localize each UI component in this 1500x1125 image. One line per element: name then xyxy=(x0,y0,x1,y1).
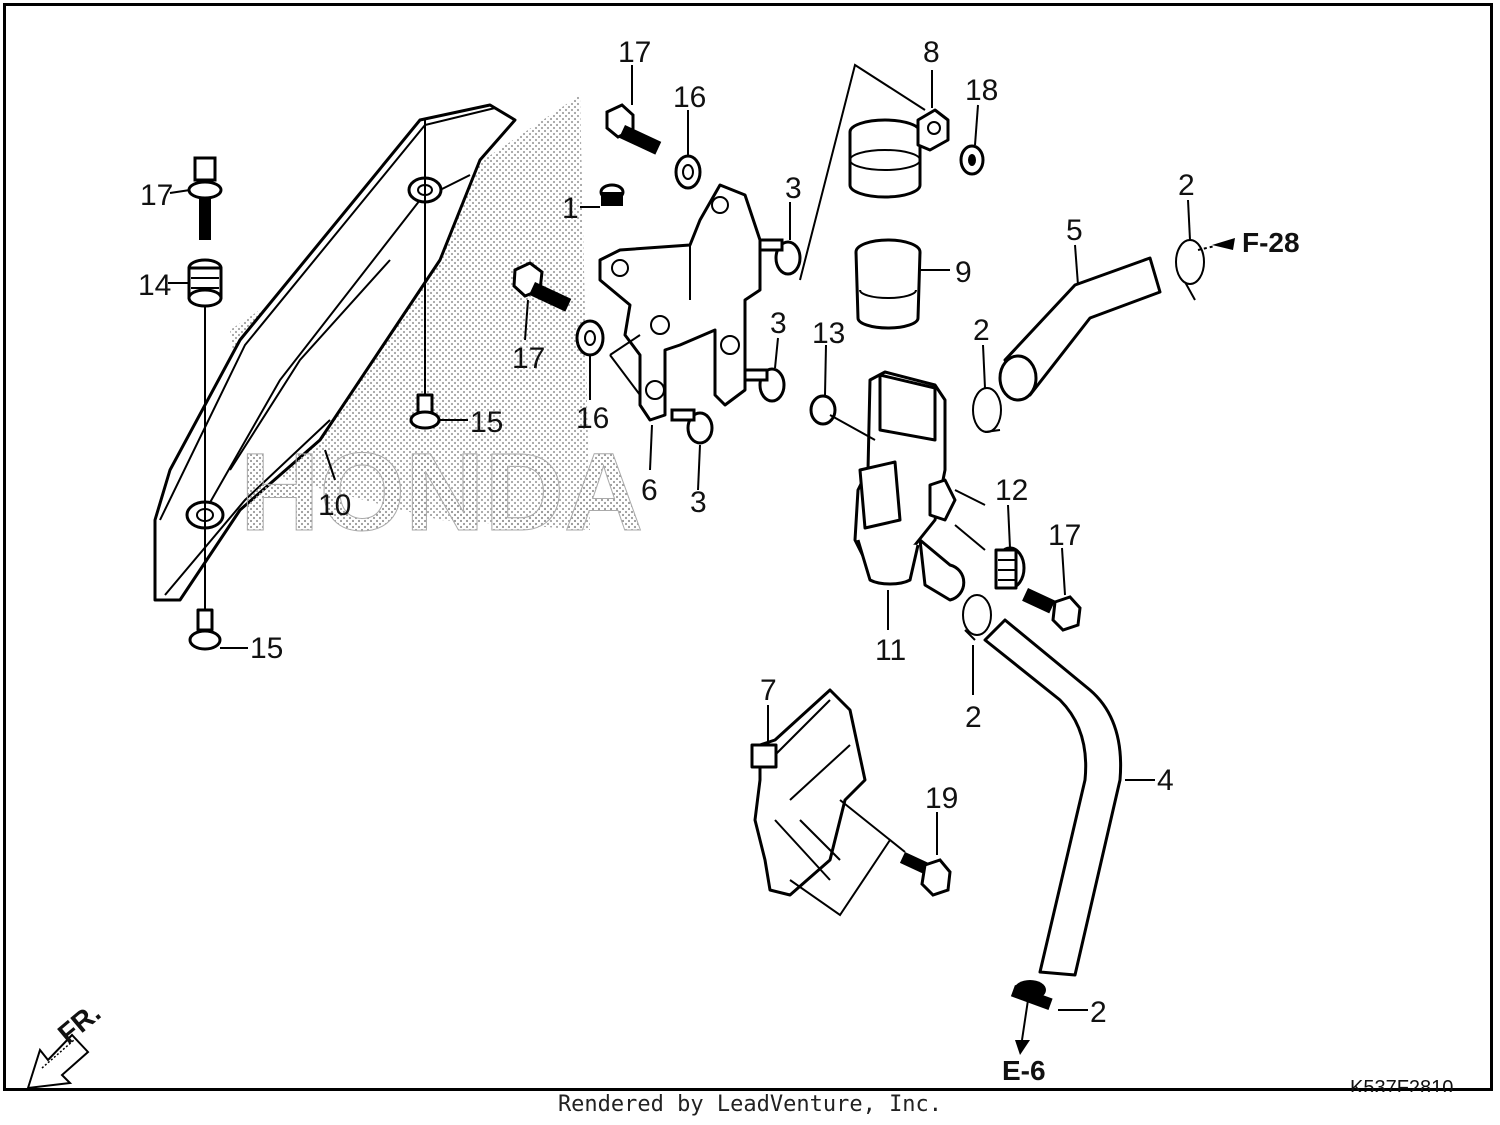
front-arrow-icon: FR. xyxy=(26,997,106,1090)
callout-3: 3 xyxy=(785,172,802,205)
hose-5[interactable] xyxy=(998,256,1162,402)
callout-11: 11 xyxy=(875,634,906,667)
callout-labels: 1 2 2 2 2 3 3 3 4 5 6 7 8 9 10 11 12 13 … xyxy=(138,36,1195,1029)
callout-15: 15 xyxy=(470,406,503,439)
bracket-6[interactable] xyxy=(598,183,762,422)
screw-13[interactable] xyxy=(809,394,876,441)
plug-12[interactable] xyxy=(994,546,1026,590)
collar-14[interactable] xyxy=(187,258,223,308)
clamp-2-mid[interactable] xyxy=(972,387,1002,433)
heat-shield[interactable]: HONDA xyxy=(153,95,644,602)
callout-17: 17 xyxy=(140,179,173,212)
leader-lines xyxy=(168,63,1235,1055)
callout-18: 18 xyxy=(965,74,998,107)
clamp-2-bottom[interactable] xyxy=(1010,980,1053,1010)
callout-16: 16 xyxy=(576,402,609,435)
reference-e6[interactable]: E-6 xyxy=(1002,1055,1046,1086)
callout-12: 12 xyxy=(995,474,1028,507)
callout-6: 6 xyxy=(641,474,658,507)
callout-2: 2 xyxy=(965,701,982,734)
callout-3: 3 xyxy=(690,486,707,519)
callout-7: 7 xyxy=(760,674,777,707)
bolt-19[interactable] xyxy=(899,852,952,897)
callout-2: 2 xyxy=(1090,996,1107,1029)
callout-10: 10 xyxy=(318,489,351,522)
parts-diagram: HONDA xyxy=(26,36,1453,1092)
callout-14: 14 xyxy=(138,269,171,302)
reed-valve-7[interactable] xyxy=(750,688,867,897)
grommet-15-lower[interactable] xyxy=(188,608,222,651)
bolt-17-left[interactable] xyxy=(187,156,223,240)
callout-16: 16 xyxy=(673,81,706,114)
band-8[interactable] xyxy=(848,108,950,199)
bolt-3-top[interactable] xyxy=(758,238,802,276)
front-label: FR. xyxy=(52,997,106,1050)
collar-16-top[interactable] xyxy=(674,154,702,190)
bolt-3-mid[interactable] xyxy=(743,367,786,403)
bolt-17-right[interactable] xyxy=(1022,587,1082,632)
diagram-code: K537F2810 xyxy=(1350,1077,1453,1092)
solenoid-valve-11[interactable] xyxy=(853,370,966,602)
grommet-15-upper[interactable] xyxy=(409,393,441,430)
callout-8: 8 xyxy=(923,36,940,69)
callout-5: 5 xyxy=(1066,214,1083,247)
callout-2: 2 xyxy=(1178,169,1195,202)
reference-f28[interactable]: F-28 xyxy=(1242,227,1300,258)
bolt-17-top[interactable] xyxy=(605,103,662,155)
callout-19: 19 xyxy=(925,782,958,815)
callout-15: 15 xyxy=(250,632,283,665)
bolt-17-mid[interactable] xyxy=(512,261,572,312)
callout-4: 4 xyxy=(1157,764,1174,797)
cap-9[interactable] xyxy=(854,238,922,330)
callout-3: 3 xyxy=(770,307,787,340)
bolt-3-low[interactable] xyxy=(670,408,714,445)
callout-1: 1 xyxy=(562,192,579,225)
callout-17: 17 xyxy=(1048,519,1081,552)
callout-13: 13 xyxy=(812,317,845,350)
clamp-2-lower[interactable] xyxy=(962,594,992,641)
callout-2: 2 xyxy=(973,314,990,347)
callout-17: 17 xyxy=(512,342,545,375)
nut-18[interactable] xyxy=(959,144,985,176)
callout-9: 9 xyxy=(955,256,972,289)
hose-4[interactable] xyxy=(983,618,1123,977)
footer-credit: Rendered by LeadVenture, Inc. xyxy=(557,1092,943,1117)
collar-16-mid[interactable] xyxy=(575,319,605,357)
diagram-frame xyxy=(3,3,1493,1091)
grommet-1[interactable] xyxy=(599,183,625,206)
honda-watermark: HONDA xyxy=(240,431,643,554)
callout-17: 17 xyxy=(618,36,651,69)
